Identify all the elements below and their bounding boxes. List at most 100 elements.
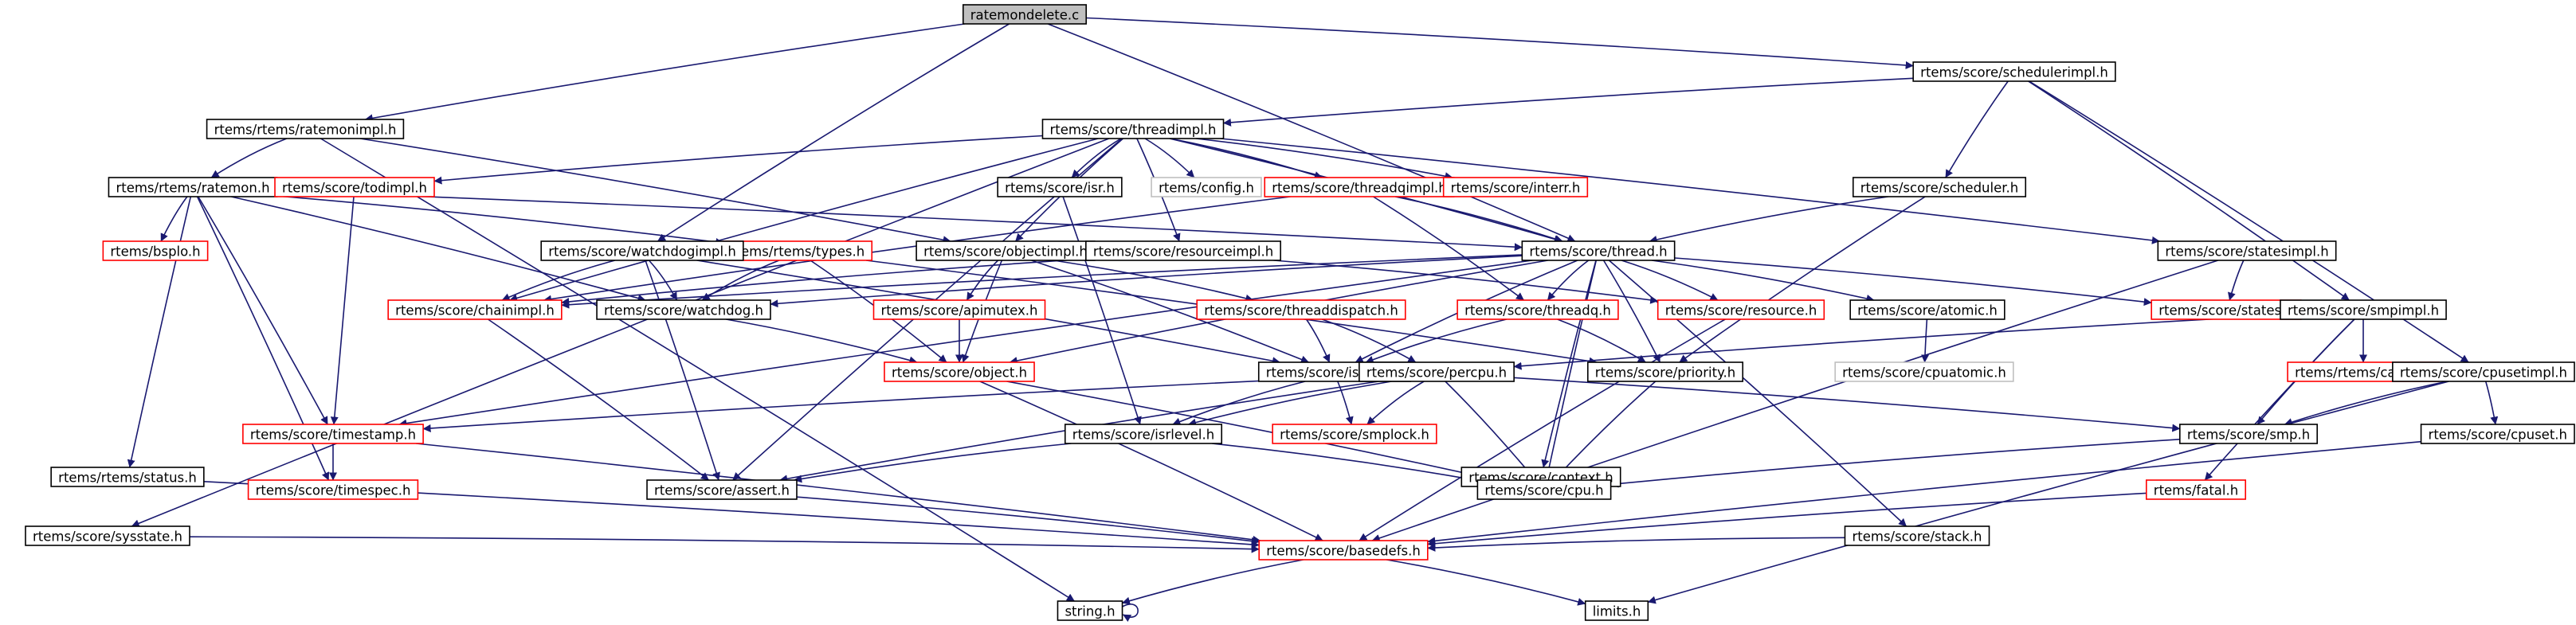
node-box: [1258, 540, 1429, 561]
node-box: [108, 177, 278, 197]
node-label: rtems/score/scheduler.h: [1860, 181, 2018, 196]
node-resource[interactable]: rtems/score/resource.h: [1657, 299, 1825, 320]
node-types[interactable]: rtems/rtems/types.h: [722, 240, 873, 261]
node-ratemon[interactable]: rtems/rtems/ratemon.h: [108, 177, 278, 197]
node-limits[interactable]: limits.h: [1584, 600, 1649, 621]
node-box: [50, 467, 205, 487]
node-box: [1085, 240, 1281, 261]
node-status[interactable]: rtems/rtems/status.h: [50, 467, 205, 487]
edge-ratemondelete-to-schedulerimpl: [1086, 17, 1914, 69]
node-object[interactable]: rtems/score/object.h: [884, 361, 1035, 382]
edge-ratemon-to-thread: [276, 190, 1523, 252]
edge-ratemonimpl-to-objectimpl: [359, 138, 951, 244]
node-box: [1457, 299, 1619, 320]
node-sysstate[interactable]: rtems/score/sysstate.h: [25, 525, 190, 546]
node-smpimpl[interactable]: rtems/score/smpimpl.h: [2280, 299, 2447, 320]
node-box: [1657, 299, 1825, 320]
node-box: [1041, 119, 1225, 139]
node-scheduler[interactable]: rtems/score/scheduler.h: [1852, 177, 2027, 197]
edge-smpimpl-to-percpu: [1513, 314, 2281, 370]
node-objectimpl[interactable]: rtems/score/objectimpl.h: [916, 240, 1096, 261]
edge-resourceimpl-to-resource: [1273, 260, 1659, 304]
node-box: [102, 240, 209, 261]
edge-cpusetimpl-to-limits: [1647, 381, 2449, 604]
node-smplock[interactable]: rtems/score/smplock.h: [1272, 424, 1437, 444]
node-box: [1064, 424, 1223, 444]
node-box: [646, 479, 798, 500]
node-label: rtems/score/todimpl.h: [282, 181, 427, 196]
edge-thread-to-chainimpl: [561, 254, 1523, 309]
node-cpu[interactable]: rtems/score/cpu.h: [1476, 479, 1612, 500]
node-box: [962, 4, 1088, 25]
node-config[interactable]: rtems/config.h: [1151, 177, 1262, 197]
node-threadimpl[interactable]: rtems/score/threadimpl.h: [1041, 119, 1225, 139]
edge-threaddispatch-to-isrlock: [1305, 318, 1331, 363]
edge-threadimpl-to-chainimpl: [509, 138, 1099, 303]
node-isr[interactable]: rtems/score/isr.h: [997, 177, 1123, 197]
edge-objectimpl-to-threaddispatch: [1053, 260, 1254, 303]
node-label: rtems/config.h: [1159, 181, 1254, 196]
node-priority[interactable]: rtems/score/priority.h: [1586, 361, 1744, 382]
node-fatal[interactable]: rtems/fatal.h: [2145, 479, 2247, 500]
edge-schedulerimpl-to-threadimpl: [1223, 77, 1914, 127]
node-label: ratemondelete.c: [970, 8, 1079, 23]
edge-object-to-cpu: [1006, 381, 1497, 482]
node-box: [2145, 479, 2247, 500]
edge-isrlock-to-isrlevel: [1172, 381, 1306, 426]
node-box: [540, 240, 744, 261]
node-chainimpl[interactable]: rtems/score/chainimpl.h: [387, 299, 563, 320]
node-assert[interactable]: rtems/score/assert.h: [646, 479, 798, 500]
edge-thread-to-cpu: [1543, 260, 1598, 481]
node-threadq[interactable]: rtems/score/threadq.h: [1457, 299, 1619, 320]
edge-threadimpl-to-sysstate: [131, 138, 1110, 528]
node-label: rtems/bsplo.h: [110, 244, 200, 260]
node-watchdog[interactable]: rtems/score/watchdog.h: [596, 299, 771, 320]
node-smp[interactable]: rtems/score/smp.h: [2179, 424, 2318, 444]
node-watchdogimpl[interactable]: rtems/score/watchdogimpl.h: [540, 240, 744, 261]
node-basedefs[interactable]: rtems/score/basedefs.h: [1258, 540, 1429, 561]
node-timestamp[interactable]: rtems/score/timestamp.h: [242, 424, 424, 444]
node-isrlevel[interactable]: rtems/score/isrlevel.h: [1064, 424, 1223, 444]
edge-thread-to-watchdog: [770, 255, 1523, 308]
node-percpu[interactable]: rtems/score/percpu.h: [1359, 361, 1515, 382]
node-label: rtems/score/interr.h: [1451, 181, 1581, 196]
node-states[interactable]: rtems/score/states.h: [2151, 299, 2302, 320]
node-label: rtems/score/threadq.h: [1464, 303, 1611, 318]
node-thread[interactable]: rtems/score/thread.h: [1521, 240, 1676, 261]
node-interr[interactable]: rtems/score/interr.h: [1442, 177, 1589, 197]
node-statesimpl[interactable]: rtems/score/statesimpl.h: [2157, 240, 2337, 261]
node-cpusetimpl[interactable]: rtems/score/cpusetimpl.h: [2392, 361, 2575, 382]
node-string[interactable]: string.h: [1057, 600, 1123, 621]
node-cpuset[interactable]: rtems/score/cpuset.h: [2420, 424, 2575, 444]
edge-thread-to-states: [1674, 257, 2152, 307]
node-cpuatomic[interactable]: rtems/score/cpuatomic.h: [1834, 361, 2014, 382]
node-schedulerimpl[interactable]: rtems/score/schedulerimpl.h: [1912, 61, 2116, 82]
edge-fatal-to-basedefs: [1427, 492, 2147, 548]
node-resourceimpl[interactable]: rtems/score/resourceimpl.h: [1085, 240, 1281, 261]
node-ratemondelete[interactable]: ratemondelete.c: [962, 4, 1088, 25]
node-label: string.h: [1065, 604, 1115, 619]
node-todimpl[interactable]: rtems/score/todimpl.h: [274, 177, 435, 197]
node-bsplo[interactable]: rtems/bsplo.h: [102, 240, 209, 261]
node-label: rtems/score/priority.h: [1595, 365, 1735, 381]
edge-threadimpl-to-statesimpl: [1220, 138, 2160, 244]
edge-ratemonimpl-to-ratemon: [210, 138, 288, 178]
edge-percpu-to-timestamp: [422, 375, 1359, 432]
edge-watchdogimpl-to-watchdog: [648, 260, 678, 301]
edge-objectimpl-to-apimutex: [966, 260, 999, 301]
edge-percpu-to-isrlevel: [1188, 381, 1392, 427]
node-label: rtems/score/watchdogimpl.h: [548, 244, 736, 260]
node-timespec[interactable]: rtems/score/timespec.h: [247, 479, 419, 500]
node-apimutex[interactable]: rtems/score/apimutex.h: [872, 299, 1046, 320]
node-stack[interactable]: rtems/score/stack.h: [1844, 525, 1990, 546]
node-label: rtems/score/percpu.h: [1366, 365, 1507, 381]
node-threadqimpl[interactable]: rtems/score/threadqimpl.h: [1264, 177, 1455, 197]
node-label: rtems/score/cpu.h: [1484, 483, 1603, 498]
node-atomic[interactable]: rtems/score/atomic.h: [1849, 299, 2006, 320]
node-label: rtems/rtems/ratemonimpl.h: [214, 123, 397, 138]
node-box: [274, 177, 435, 197]
edge-layer: [127, 17, 2499, 622]
node-ratemonimpl[interactable]: rtems/rtems/ratemonimpl.h: [206, 119, 405, 139]
node-threaddispatch[interactable]: rtems/score/threaddispatch.h: [1196, 299, 1406, 320]
node-box: [1151, 177, 1262, 197]
